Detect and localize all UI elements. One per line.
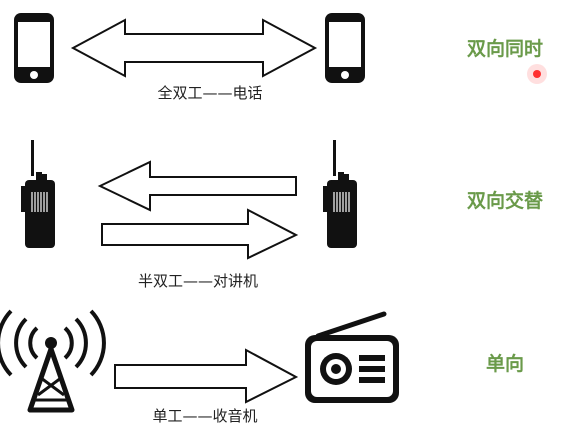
right-arrow bbox=[101, 208, 299, 260]
simplex-caption: 单工——收音机 bbox=[152, 407, 258, 425]
radio-tower-icon bbox=[0, 309, 106, 413]
full-duplex-caption: 全双工——电话 bbox=[157, 84, 263, 102]
one-way-arrow bbox=[114, 348, 299, 404]
left-smartphone-icon bbox=[14, 13, 54, 83]
half-duplex-mode-label: 双向交替 bbox=[466, 190, 544, 212]
right-walkie-talkie-icon bbox=[323, 140, 357, 248]
double-headed-arrow bbox=[70, 18, 318, 78]
radio-receiver-icon bbox=[305, 311, 399, 403]
right-smartphone-icon bbox=[325, 13, 365, 83]
pointer-dot bbox=[527, 64, 547, 84]
full-duplex-mode-label: 双向同时 bbox=[466, 38, 544, 60]
left-walkie-talkie-icon bbox=[21, 140, 55, 248]
half-duplex-caption: 半双工——对讲机 bbox=[137, 272, 259, 290]
simplex-mode-label: 单向 bbox=[485, 353, 525, 375]
left-arrow bbox=[97, 160, 297, 212]
